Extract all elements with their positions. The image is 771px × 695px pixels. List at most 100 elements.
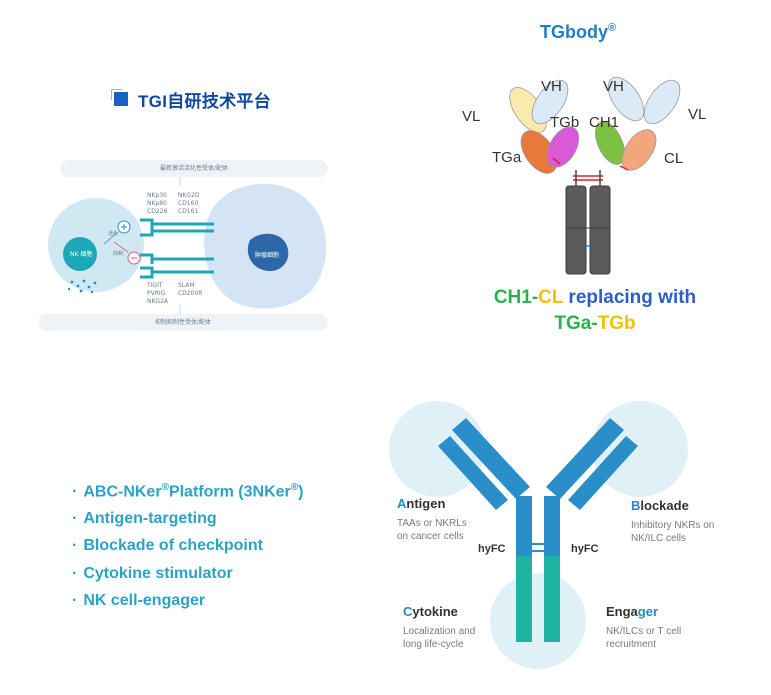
tgbody-title-text: TGbody — [540, 22, 608, 42]
inhibit-arrow — [113, 241, 129, 253]
receptor-label: CD226 — [147, 208, 168, 215]
cytokine-desc: long life-cycle — [403, 639, 464, 650]
cl-label: CL — [664, 150, 684, 167]
item-text: NK cell-engager — [83, 592, 206, 609]
antigen-title: ntigen — [406, 496, 446, 511]
bullet-icon: · — [72, 537, 78, 554]
list-item: · NK cell-engager — [72, 592, 303, 620]
hyfc-right-label: hyFC — [571, 543, 599, 555]
caption-segment: - — [531, 287, 539, 308]
caption-segment: TGa — [554, 313, 592, 334]
list-item: ·Cytokine stimulator — [72, 565, 303, 593]
cytokine-title: ytokine — [412, 604, 458, 619]
caption-segment: TGb — [597, 313, 636, 334]
vl-right-label: VL — [688, 106, 707, 123]
blockade-title: lockade — [640, 498, 689, 513]
nk-cell-label: NK 细胞 — [70, 251, 93, 258]
activating-bar — [60, 160, 328, 177]
tgb-label: TGb — [550, 114, 580, 131]
caption-segment: replacing with — [563, 287, 697, 308]
receptor-label: NKG2A — [147, 298, 168, 305]
tgb-domain — [546, 126, 580, 168]
receptor-label: CD160 — [178, 200, 199, 207]
nk-cell-nucleus — [63, 237, 97, 271]
list-item: · Antigen-targeting — [72, 510, 303, 538]
title-square-icon — [111, 89, 128, 106]
fc-right-lower — [544, 556, 560, 642]
receptor-label: CD200R — [178, 290, 203, 297]
blockade-desc: NK/ILC cells — [631, 533, 687, 544]
caption-segment: - — [591, 313, 598, 334]
receptor-label: NKp30 — [147, 192, 167, 199]
receptor-lines — [140, 218, 214, 279]
tgi-platform-title: TGI自研技术平台 — [111, 88, 272, 111]
vl-left-label: VL — [462, 108, 481, 125]
blockade-desc: Inhibitory NKRs on — [631, 520, 715, 531]
registered-mark: ® — [290, 482, 299, 493]
receptor-label: CD161 — [178, 208, 199, 215]
stem-left-upper — [516, 496, 532, 556]
cytokine-block: Cytokine Localization and long life-cycl… — [403, 604, 475, 651]
vh-right — [607, 76, 645, 122]
blockade-initial: B — [631, 498, 641, 513]
right-light-arm — [568, 436, 638, 510]
inhibitory-bar — [38, 314, 328, 331]
inhibitory-receptors-col2: SLAM CD200R — [178, 282, 202, 298]
tgi-platform-title-text: TGI自研技术平台 — [138, 91, 272, 111]
receptor-label: SLAM — [178, 282, 195, 289]
tga-label: TGa — [492, 149, 522, 166]
tumor-cell-label: 肿瘤细胞 — [255, 252, 280, 259]
activate-arrow — [103, 231, 119, 245]
left-heavy-arm — [452, 418, 530, 499]
tgbody-caption-line2: TGa-TGb — [430, 313, 760, 335]
caption-segment: CH1 — [493, 287, 532, 308]
tgbody-caption-line1: CH1-CL replacing with — [430, 287, 760, 309]
tumor-nucleus — [247, 233, 289, 272]
cytokine-circle — [490, 573, 586, 669]
activating-receptors-col1: NKp30 NKp80 CD226 — [147, 192, 167, 216]
item-text: Platform (3NKer — [168, 483, 291, 501]
ch1-domain — [595, 121, 625, 165]
right-heavy-arm — [546, 418, 624, 499]
bullet-icon: · — [72, 592, 78, 609]
left-light-arm — [438, 436, 508, 510]
engager-desc: recruitment — [606, 639, 657, 650]
receptor-label: TIGIT — [147, 282, 163, 289]
inhibitory-bar-label: 抑制抑制性受体/配体 — [154, 319, 212, 326]
list-item: ·ABC-NKer®Platform (3NKer®) — [72, 482, 303, 510]
caption-segment: CL — [538, 287, 564, 308]
receptor-label: NKG2D — [178, 192, 200, 199]
bullet-icon: · — [72, 509, 78, 527]
engager-title: Enga — [606, 604, 638, 619]
antigen-block: Antigen TAAs or NKRLs on cancer cells — [397, 496, 467, 543]
platform-feature-list: ·ABC-NKer®Platform (3NKer®) ·Antigen-tar… — [72, 482, 303, 620]
activating-receptors-col2: NKG2D CD160 CD161 — [178, 192, 200, 216]
receptor-label: NKp80 — [147, 200, 167, 207]
receptor-label: PVRIG — [147, 290, 166, 297]
nk-granules — [67, 279, 97, 294]
blockade-block: Blockade Inhibitory NKRs on NK/ILC cells — [631, 498, 714, 545]
item-text: Antigen-targeting — [83, 509, 217, 527]
registered-mark: ® — [161, 482, 169, 493]
stem-right-upper — [544, 496, 560, 556]
tgbody-title: TGbody® — [540, 22, 616, 43]
item-text: Blockade of checkpoint — [83, 537, 263, 554]
hyfc-left-label: hyFC — [478, 543, 506, 555]
cytokine-desc: Localization and — [403, 626, 476, 637]
ch1-label: CH1 — [589, 114, 620, 131]
engager-highlight: ger — [637, 604, 659, 619]
vh-left — [531, 79, 569, 125]
vh-left-label: VH — [541, 78, 562, 95]
list-item: · Blockade of checkpoint — [72, 537, 303, 565]
blockade-circle — [592, 401, 688, 497]
antigen-desc: TAAs or NKRLs — [397, 518, 467, 529]
bullet-icon: · — [72, 483, 78, 501]
engager-desc: NK/ILCs or T cell — [606, 626, 682, 637]
vl-right — [643, 79, 681, 125]
cytokine-initial: C — [403, 604, 413, 619]
item-text: ABC-NKer — [83, 483, 162, 501]
item-text: ) — [298, 483, 304, 501]
